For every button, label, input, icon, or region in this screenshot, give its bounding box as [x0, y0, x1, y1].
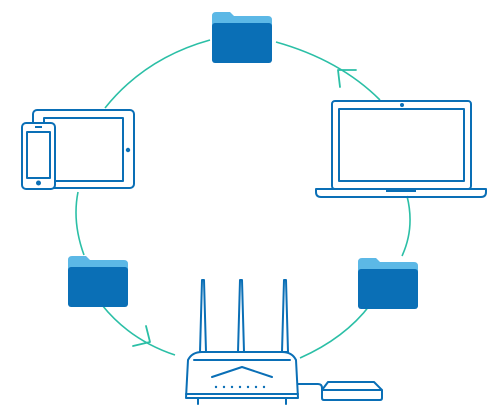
- folder-icon: [68, 256, 128, 307]
- cable: [297, 383, 323, 391]
- arrowhead-icon: [337, 69, 357, 88]
- arrowhead-icon: [132, 325, 151, 347]
- tablet-and-phone-icon: [21, 109, 135, 190]
- arc-tablet-to-top-folder: [104, 39, 211, 109]
- folder-icon: [212, 12, 272, 63]
- hard-drive-icon: [321, 381, 383, 401]
- arc-left-folder-to-tablet: [75, 191, 85, 256]
- router-icon: [185, 279, 299, 405]
- cycle-connectors: [75, 39, 411, 359]
- arc-right-folder-to-router: [299, 304, 371, 359]
- arc-router-to-left-folder: [101, 304, 176, 356]
- laptop-icon: [315, 100, 487, 198]
- arc-top-to-laptop: [275, 41, 381, 101]
- folder-icon: [358, 258, 418, 309]
- arc-laptop-to-right-folder: [401, 195, 411, 257]
